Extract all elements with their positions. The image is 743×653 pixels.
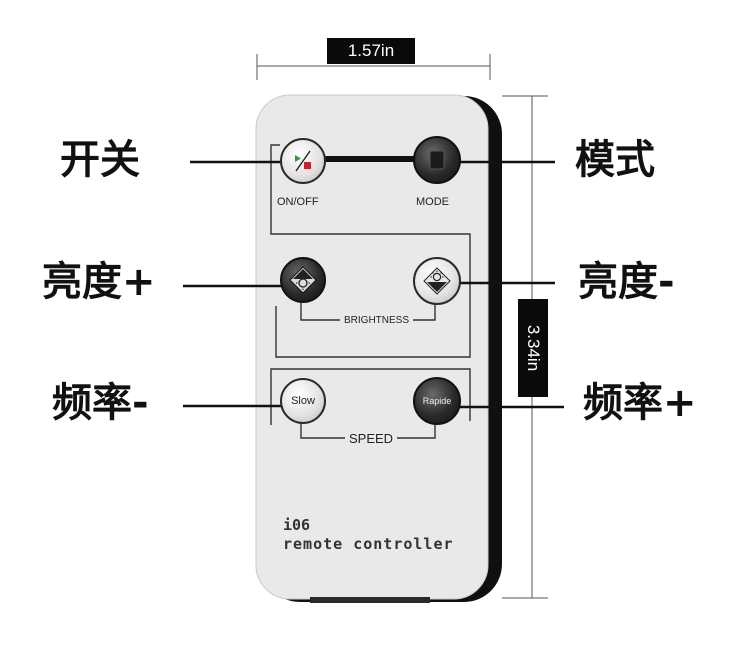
brightness-down-button[interactable] xyxy=(413,257,461,305)
brightness-text: BRIGHTNESS xyxy=(340,315,414,326)
width-label: 1.57in xyxy=(327,38,415,64)
rapide-button[interactable]: Rapide xyxy=(413,377,461,425)
height-value: 3.34in xyxy=(524,324,544,372)
height-label: 3.34in xyxy=(518,299,548,397)
slow-button[interactable]: Slow xyxy=(280,378,326,424)
mode-text: MODE xyxy=(416,196,449,208)
brightness-up-icon xyxy=(289,266,317,294)
on-off-text: ON/OFF xyxy=(277,196,319,208)
callout-frequency-down: 频率- xyxy=(52,380,149,426)
speed-text: SPEED xyxy=(345,431,398,446)
play-stop-icon xyxy=(295,150,311,172)
remote-name-text: remote controller xyxy=(283,535,454,553)
brightness-down-icon xyxy=(423,267,451,295)
width-dimension-line xyxy=(256,54,491,80)
rapide-label: Rapide xyxy=(422,396,452,406)
callout-brightness-up: 亮度+ xyxy=(42,259,156,305)
callout-lines xyxy=(183,160,564,409)
callout-frequency-up: 频率+ xyxy=(583,380,697,426)
width-value: 1.57in xyxy=(347,41,395,60)
mode-icon xyxy=(429,150,445,170)
brightness-up-button[interactable] xyxy=(280,257,326,303)
callout-brightness-down: 亮度- xyxy=(578,259,675,305)
onoff-mode-connector xyxy=(318,156,416,162)
callout-on-off: 开关 xyxy=(60,137,140,183)
callout-mode: 模式 xyxy=(575,137,655,183)
slow-label: Slow xyxy=(291,395,315,407)
on-off-button[interactable] xyxy=(280,138,326,184)
model-text: i06 xyxy=(283,516,311,534)
mode-button[interactable] xyxy=(413,136,461,184)
